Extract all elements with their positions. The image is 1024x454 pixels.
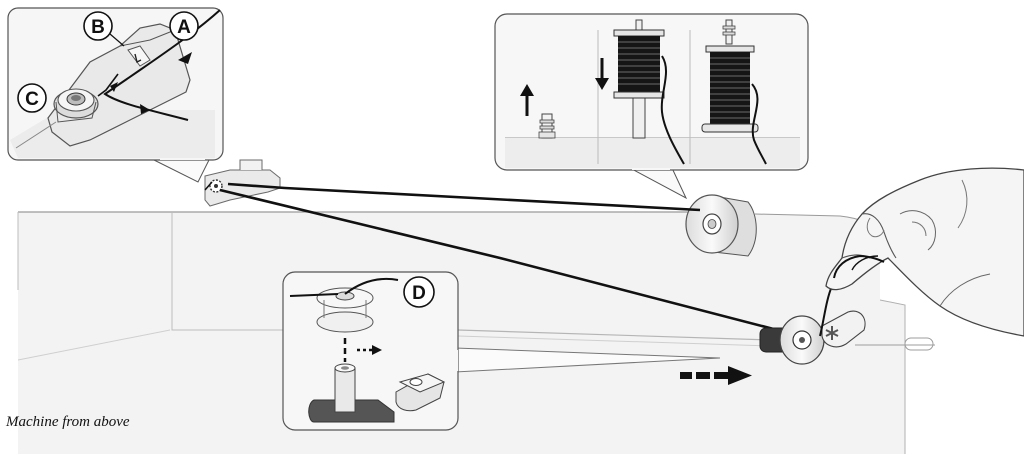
bobbin-winder xyxy=(759,285,866,365)
arrow-right-dashed-icon xyxy=(357,345,382,355)
callout-label-b: B xyxy=(91,17,105,38)
thread-spool xyxy=(685,194,757,257)
callout-panel-bobbin: D xyxy=(282,271,721,431)
callout-label-d: D xyxy=(412,283,426,304)
thread-guide-small xyxy=(204,159,281,207)
arrow-up-icon xyxy=(520,84,534,116)
thread-path xyxy=(204,181,786,334)
diagram-caption: Machine from above xyxy=(6,414,130,430)
callout-panel-thread-guide: B A C xyxy=(7,7,224,183)
callout-label-c: C xyxy=(25,89,39,110)
hand-illustration xyxy=(825,167,1024,337)
arrow-down-icon xyxy=(595,58,609,90)
direction-arrow-dashed-icon xyxy=(680,366,752,385)
callout-panel-spool-pin xyxy=(494,13,809,200)
asterisk-icon xyxy=(825,326,839,340)
callout-label-a: A xyxy=(177,17,191,38)
